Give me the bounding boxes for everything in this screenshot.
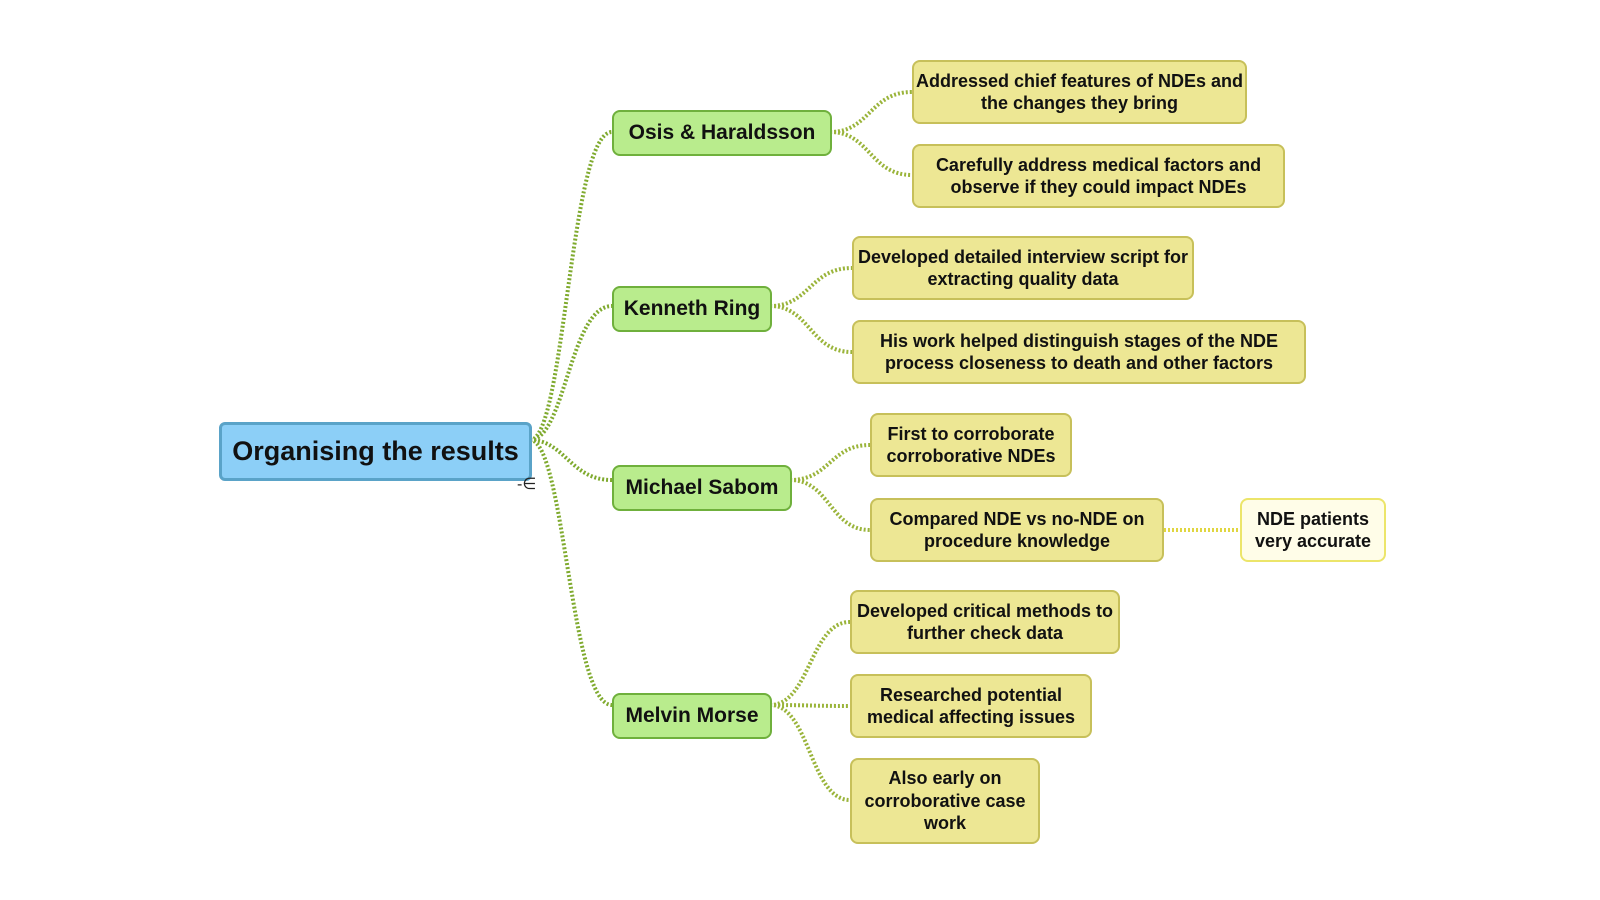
link-morse-1 <box>769 620 851 707</box>
leaf-node[interactable]: Compared NDE vs no-NDE on procedure know… <box>870 498 1164 562</box>
collapse-toggle-icon[interactable]: -∈ <box>517 476 537 493</box>
link-root-ring <box>529 304 613 442</box>
leaf-node[interactable]: Researched potential medical affecting i… <box>850 674 1092 738</box>
link-root-morse <box>529 438 613 707</box>
leaf-node[interactable]: Addressed chief features of NDEs and the… <box>912 60 1247 124</box>
branch-node-sabom[interactable]: Michael Sabom <box>612 465 792 511</box>
leaf-node[interactable]: Developed critical methods to further ch… <box>850 590 1120 654</box>
link-morse-2 <box>769 703 851 708</box>
branch-node-morse[interactable]: Melvin Morse <box>612 693 772 739</box>
subleaf-node[interactable]: NDE patients very accurate <box>1240 498 1386 562</box>
branch-node-osis[interactable]: Osis & Haraldsson <box>612 110 832 156</box>
leaf-node[interactable]: Also early on corroborative case work <box>850 758 1040 844</box>
link-ring-2 <box>769 304 853 354</box>
root-node[interactable]: Organising the results <box>219 422 532 481</box>
link-morse-3 <box>769 703 851 802</box>
leaf-node[interactable]: First to corroborate corroborative NDEs <box>870 413 1072 477</box>
link-root-sabom <box>529 438 613 482</box>
leaf-node[interactable]: Carefully address medical factors and ob… <box>912 144 1285 208</box>
branch-node-ring[interactable]: Kenneth Ring <box>612 286 772 332</box>
link-root-osis <box>529 130 613 442</box>
link-osis-1 <box>829 90 913 134</box>
link-sabom-1 <box>789 443 871 482</box>
link-ring-1 <box>769 266 853 308</box>
leaf-node[interactable]: Developed detailed interview script for … <box>852 236 1194 300</box>
link-sabom-2 <box>789 478 871 532</box>
link-osis-2 <box>829 130 913 177</box>
leaf-node[interactable]: His work helped distinguish stages of th… <box>852 320 1306 384</box>
